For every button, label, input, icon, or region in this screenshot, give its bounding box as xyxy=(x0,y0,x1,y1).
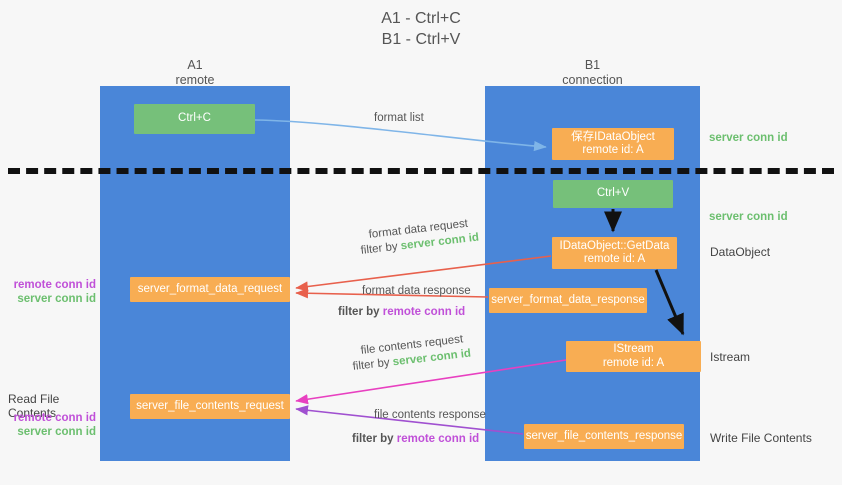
node-server-format-data-response-label: server_format_data_response xyxy=(491,293,645,306)
filter-prefix-2: filter by xyxy=(338,306,383,318)
edge-label-format-data-response: format data response xyxy=(362,285,471,297)
filter-prefix-3: filter by xyxy=(352,356,394,373)
page-title: A1 - Ctrl+C B1 - Ctrl+V xyxy=(0,8,842,50)
node-server-file-contents-response-label: server_file_contents_response xyxy=(525,429,683,442)
annotation-write-file-contents: Write File Contents xyxy=(710,431,812,445)
node-idataobject-getdata[interactable]: IDataObject::GetData remote id: A xyxy=(552,237,677,269)
annotation-remote-conn-id-1: remote conn id xyxy=(13,279,96,291)
annotation-conn-id-pair-2: remote conn id server conn id xyxy=(0,411,96,439)
annotation-read-file-contents: Read File Contents xyxy=(8,392,60,420)
lane-b1-role: connection xyxy=(562,73,623,87)
title-line-2: B1 - Ctrl+V xyxy=(381,31,461,48)
node-server-format-data-request-label: server_format_data_request xyxy=(137,282,283,295)
phase-divider xyxy=(8,168,834,174)
annotation-istream: Istream xyxy=(710,350,751,364)
node-getdata-label: IDataObject::GetData xyxy=(559,239,670,252)
node-idataobject-sublabel: remote id: A xyxy=(582,144,644,156)
filter-prefix-4: filter by xyxy=(352,433,397,445)
node-getdata-sublabel: remote id: A xyxy=(583,253,646,265)
node-ctrl-v-label: Ctrl+V xyxy=(596,187,630,200)
node-idataobject[interactable]: 保存IDataObject remote id: A xyxy=(552,128,674,160)
annotation-server-conn-id-2: server conn id xyxy=(709,211,788,223)
lane-header-a1: A1 remote xyxy=(100,58,290,88)
annotation-dataobject: DataObject xyxy=(710,245,771,259)
node-ctrl-v[interactable]: Ctrl+V xyxy=(553,180,673,208)
node-server-file-contents-response[interactable]: server_file_contents_response xyxy=(524,424,684,449)
node-server-format-data-request[interactable]: server_format_data_request xyxy=(130,277,290,302)
lane-a1-role: remote xyxy=(175,73,215,87)
annotation-server-conn-id-1: server conn id xyxy=(709,132,788,144)
filter-prefix-1: filter by xyxy=(360,240,402,257)
filter-key-remote-conn-id-2: remote conn id xyxy=(396,433,480,445)
lane-header-b1: B1 connection xyxy=(485,58,700,88)
node-istream-label: IStream xyxy=(613,343,654,355)
lane-b1-name: B1 xyxy=(584,58,601,72)
annotation-server-conn-id-4: server conn id xyxy=(17,426,96,438)
edge-label-format-list: format list xyxy=(374,112,424,124)
annotation-server-conn-id-3: server conn id xyxy=(17,293,96,305)
node-server-file-contents-request-label: server_file_contents_request xyxy=(136,399,284,412)
title-line-1: A1 - Ctrl+C xyxy=(381,10,461,27)
filter-key-remote-conn-id-1: remote conn id xyxy=(382,306,466,318)
node-server-format-data-response[interactable]: server_format_data_response xyxy=(489,288,647,313)
annotation-conn-id-pair-1: remote conn id server conn id xyxy=(0,278,96,306)
node-ctrl-c-label: Ctrl+C xyxy=(178,112,211,125)
node-server-file-contents-request[interactable]: server_file_contents_request xyxy=(130,394,290,419)
edge-label-format-data-response-filter: filter by remote conn id xyxy=(338,305,465,320)
edge-label-file-contents-response: file contents response xyxy=(374,409,486,421)
lane-a1-name: A1 xyxy=(187,58,203,72)
edge-label-file-contents-response-filter: filter by remote conn id xyxy=(352,432,479,447)
node-idataobject-label: 保存IDataObject xyxy=(571,130,655,143)
annotation-remote-conn-id-2: remote conn id xyxy=(13,412,96,424)
node-istream-sublabel: remote id: A xyxy=(602,356,665,369)
node-ctrl-c[interactable]: Ctrl+C xyxy=(134,104,255,134)
node-istream[interactable]: IStream remote id: A xyxy=(566,341,701,372)
